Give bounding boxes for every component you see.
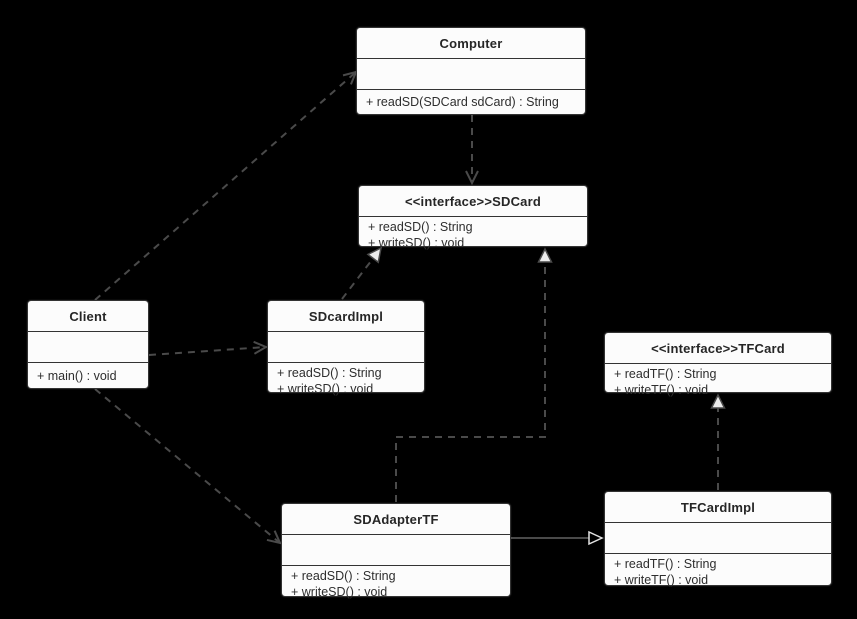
class-title: <<interface>>TFCard <box>651 340 785 356</box>
class-tfcardimpl[interactable]: TFCardImpl + readTF() : String + writeTF… <box>604 491 832 588</box>
method-label: + readSD() : String <box>291 569 396 583</box>
method-label: + main() : void <box>37 368 117 383</box>
class-methods-compartment: + readSD() : String + writeSD() : void <box>268 362 424 397</box>
class-title: SDcardImpl <box>308 308 384 324</box>
class-methods-compartment: + readSD() : String + writeSD() : void <box>282 565 510 600</box>
class-methods-compartment: + main() : void <box>28 362 148 388</box>
class-title: <<interface>>SDCard <box>404 193 542 209</box>
method-label: + readSD(SDCard sdCard) : String <box>366 95 559 109</box>
method-label: + readTF() : String <box>614 367 717 381</box>
class-fields-compartment <box>28 331 148 362</box>
method-label: + readTF() : String <box>614 557 717 571</box>
class-fields-compartment <box>282 534 510 565</box>
class-sdcard-interface[interactable]: <<interface>>SDCard + readSD() : String … <box>358 185 588 250</box>
class-fields-compartment <box>605 522 831 553</box>
class-methods-compartment: + readTF() : String + writeTF() : void <box>605 363 831 398</box>
class-fields-compartment <box>357 58 585 89</box>
class-title: Computer <box>439 35 503 51</box>
class-sdcardimpl[interactable]: SDcardImpl + readSD() : String + writeSD… <box>267 300 425 396</box>
method-label: + writeSD() : void <box>368 236 465 250</box>
class-computer[interactable]: Computer + readSD(SDCard sdCard) : Strin… <box>356 27 586 115</box>
edge-client-computer-dependency[interactable] <box>94 72 356 301</box>
method-label: + writeTF() : void <box>614 573 709 587</box>
edge-client-sdcardimpl-dependency[interactable] <box>148 347 266 356</box>
class-methods-compartment: + readTF() : String + writeTF() : void <box>605 553 831 588</box>
method-label: + readSD() : String <box>368 220 473 234</box>
edge-sdcardimpl-sdcard-realization[interactable] <box>341 246 383 300</box>
method-label: + writeSD() : void <box>291 585 388 599</box>
class-sdadaptertf[interactable]: SDAdapterTF + readSD() : String + writeS… <box>281 503 511 600</box>
class-fields-compartment <box>268 331 424 362</box>
class-title: TFCardImpl <box>680 499 756 515</box>
method-label: + readSD() : String <box>277 366 382 380</box>
method-label: + writeSD() : void <box>277 382 374 396</box>
edge-client-sdadaptertf-dependency[interactable] <box>94 388 280 543</box>
class-client[interactable]: Client + main() : void <box>27 300 149 389</box>
class-methods-compartment: + readSD() : String + writeSD() : void <box>359 216 587 251</box>
class-title: Client <box>69 308 107 324</box>
class-methods-compartment: + readSD(SDCard sdCard) : String <box>357 89 585 114</box>
class-tfcard-interface[interactable]: <<interface>>TFCard + readTF() : String … <box>604 332 832 397</box>
method-label: + writeTF() : void <box>614 383 709 397</box>
class-title: SDAdapterTF <box>353 511 439 527</box>
